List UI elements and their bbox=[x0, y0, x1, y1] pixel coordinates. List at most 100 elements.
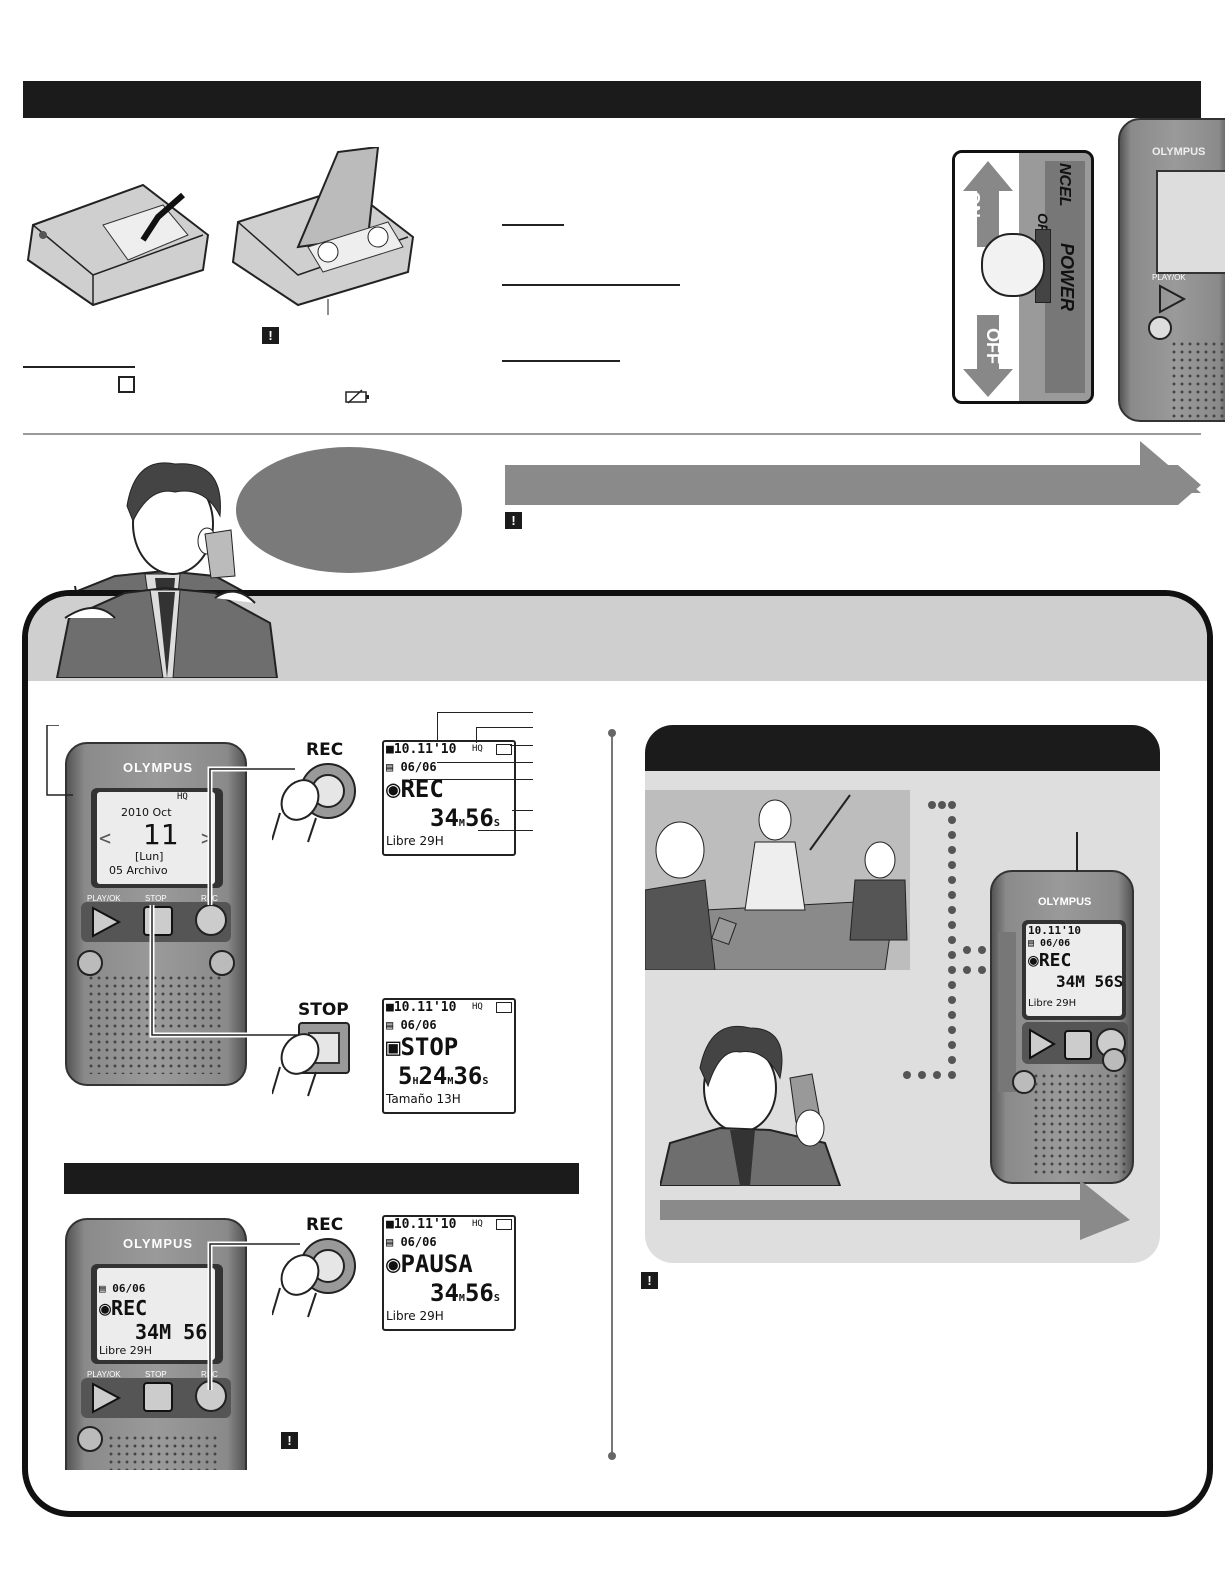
stop-button[interactable] bbox=[1064, 1030, 1092, 1060]
rewind-button bbox=[1148, 316, 1172, 340]
chevron-left-icon: < bbox=[99, 826, 112, 850]
stop-button-label: STOP bbox=[298, 1000, 349, 1020]
callout-line bbox=[1076, 832, 1078, 872]
finger-illustration bbox=[981, 233, 1045, 297]
arrow-banner-head bbox=[1140, 441, 1201, 493]
dotted-connector bbox=[903, 801, 986, 1079]
pause-quality: HQ bbox=[472, 1219, 483, 1229]
pause-device-time: 34M 56 bbox=[135, 1320, 208, 1344]
speaker-grille bbox=[1170, 340, 1225, 420]
leader-line bbox=[476, 727, 533, 728]
pause-elapsed-time: 34M56S bbox=[430, 1279, 500, 1307]
play-button-icon bbox=[1159, 284, 1187, 314]
stop-button[interactable] bbox=[143, 1382, 173, 1412]
cancel-label: NCEL bbox=[1056, 163, 1073, 207]
pause-file-number: ▤ 06/06 bbox=[386, 1235, 437, 1249]
column-divider bbox=[611, 733, 613, 1456]
warning-icon: ! bbox=[281, 1432, 298, 1449]
play-ok-label: PLAY/OK bbox=[1152, 273, 1186, 282]
rec-status: ◉REC bbox=[386, 775, 444, 803]
pause-screen: ■10.11'10 HQ ▤ 06/06 ◉PAUSA 34M56S Libre… bbox=[382, 1215, 516, 1331]
leader-line bbox=[510, 745, 533, 746]
file-count: 05 Archivo bbox=[109, 864, 168, 877]
rec-quality: HQ bbox=[472, 744, 483, 754]
callout-line bbox=[46, 725, 73, 796]
leader-line bbox=[437, 712, 533, 713]
stop-date: ■10.11'10 bbox=[386, 1000, 457, 1015]
stop-quality: HQ bbox=[472, 1002, 483, 1012]
calendar-month: 2010 Oct bbox=[121, 806, 172, 819]
rewind-button[interactable] bbox=[77, 1426, 103, 1452]
on-label: ON bbox=[963, 191, 983, 218]
speech-bubble bbox=[236, 447, 462, 573]
battery-icon bbox=[496, 744, 512, 755]
rec-elapsed-time: 34M56S bbox=[430, 804, 500, 832]
divider-dot bbox=[608, 1452, 616, 1460]
stop-button[interactable] bbox=[143, 906, 173, 936]
warning-icon: ! bbox=[505, 512, 522, 529]
quality-indicator: HQ bbox=[177, 792, 188, 802]
leader-line bbox=[437, 762, 533, 763]
rec-remaining: Libre 29H bbox=[386, 834, 444, 848]
pause-remaining: Libre 29H bbox=[386, 1309, 444, 1323]
speaker-grille bbox=[87, 974, 225, 1074]
play-ok-label: PLAY/OK bbox=[87, 894, 121, 903]
side-device-time: 34M 56S bbox=[1056, 972, 1124, 991]
connector-lines bbox=[149, 766, 300, 1038]
brand-logo: OLYMPUS bbox=[123, 1236, 194, 1251]
rewind-button[interactable] bbox=[77, 950, 103, 976]
leader-line bbox=[512, 810, 533, 811]
low-battery-icon bbox=[345, 389, 369, 404]
pause-device-status: ◉REC bbox=[99, 1296, 148, 1320]
pause-device-file: ▤ 06/06 bbox=[99, 1282, 146, 1295]
stop-screen: ■10.11'10 HQ ▤ 06/06 ▣STOP 5H24M36S Tama… bbox=[382, 998, 516, 1114]
pause-device-remaining: Libre 29H bbox=[99, 1344, 152, 1357]
recorder-side-illustration: OLYMPUS PLAY/OK bbox=[1118, 118, 1225, 422]
off-label: OFF bbox=[983, 328, 1003, 364]
heading-underline bbox=[23, 366, 135, 368]
recorder-side-view: OLYMPUS 10.11'10 ▤ 06/06 ◉REC 34M 56S Li… bbox=[990, 870, 1134, 1184]
pause-date: ■10.11'10 bbox=[386, 1217, 457, 1232]
recorder-main: OLYMPUS HQ 2010 Oct 11 [Lun] 05 Archivo … bbox=[65, 742, 247, 1086]
pause-device-screen: ▤ 06/06 ◉REC 34M 56 Libre 29H bbox=[97, 1268, 215, 1360]
play-ok-label: PLAY/OK bbox=[87, 1370, 121, 1379]
calendar-weekday: [Lun] bbox=[135, 850, 164, 863]
on-arrow-icon bbox=[963, 161, 1013, 247]
brand-logo: OLYMPUS bbox=[1038, 896, 1092, 908]
battery-icon bbox=[496, 1002, 512, 1013]
rec-file-number: ▤ 06/06 bbox=[386, 760, 437, 774]
stop-label: STOP bbox=[145, 1370, 167, 1379]
heading-underline bbox=[502, 224, 564, 226]
device-screen bbox=[1156, 170, 1225, 274]
subsection-header-bar bbox=[64, 1163, 579, 1194]
side-device-remaining: Libre 29H bbox=[1028, 998, 1077, 1009]
stop-label: STOP bbox=[145, 894, 167, 903]
play-button[interactable] bbox=[1024, 1026, 1060, 1062]
side-device-screen: 10.11'10 ▤ 06/06 ◉REC 34M 56S Libre 29H bbox=[1026, 924, 1124, 1016]
power-label: POWER bbox=[1057, 243, 1077, 312]
side-device-date: 10.11'10 bbox=[1028, 924, 1081, 937]
play-button[interactable] bbox=[85, 904, 125, 940]
calendar-day: 11 bbox=[143, 818, 179, 851]
divider bbox=[23, 433, 1201, 435]
heading-underline bbox=[502, 360, 620, 362]
man-hands-illustration bbox=[55, 586, 279, 678]
battery-cover-illustration bbox=[26, 183, 210, 307]
recorder-pause-illustration: OLYMPUS ▤ 06/06 ◉REC 34M 56 Libre 29H PL… bbox=[65, 1218, 247, 1470]
usage-scenes-header bbox=[645, 725, 1160, 771]
off-arrow-icon bbox=[963, 315, 1013, 397]
arrow-banner bbox=[660, 1180, 1130, 1240]
arrow-banner bbox=[505, 465, 1201, 505]
section-header-bar bbox=[23, 81, 1201, 118]
meeting-scene-illustration bbox=[645, 790, 910, 970]
speaker-grille bbox=[1032, 1072, 1126, 1177]
finger-icon bbox=[272, 1254, 320, 1318]
speaker-grille bbox=[107, 1434, 217, 1470]
power-switch-callout: ON OFF NCEL POWER OFF/HOLD bbox=[952, 150, 1094, 404]
play-button[interactable] bbox=[85, 1380, 125, 1416]
fast-forward-button[interactable] bbox=[1102, 1048, 1126, 1072]
divider-dot bbox=[608, 729, 616, 737]
side-device-file: ▤ 06/06 bbox=[1028, 938, 1071, 949]
side-device-status: ◉REC bbox=[1028, 950, 1072, 971]
battery-icon bbox=[496, 1219, 512, 1230]
